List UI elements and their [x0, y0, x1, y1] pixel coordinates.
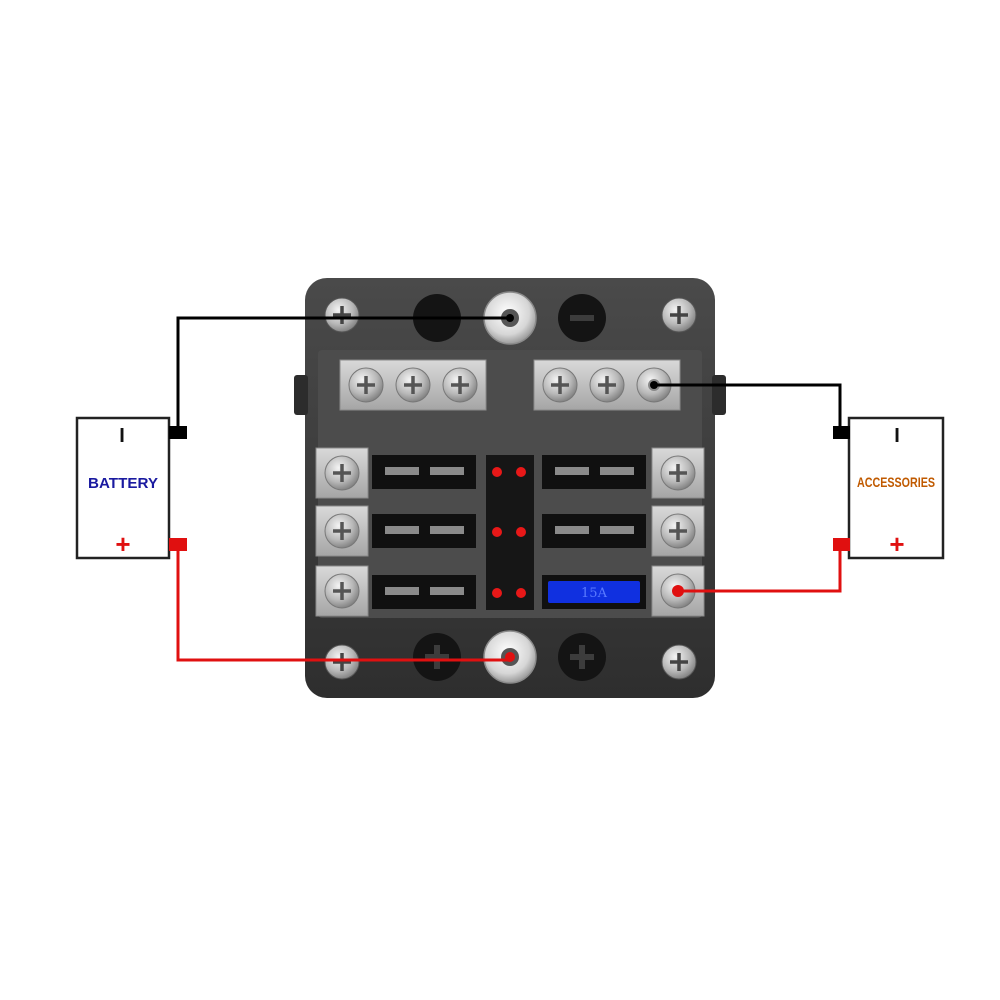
led-indicator [492, 467, 502, 477]
corner-screw-bl [324, 644, 360, 680]
blade-fuse-body [548, 581, 640, 603]
battery-positive-symbol: + [115, 529, 130, 559]
wire-end-positive-stud [505, 652, 515, 662]
bus-screw [442, 367, 478, 403]
led-indicator [516, 527, 526, 537]
accessories: I ACCESSORIES + [833, 416, 945, 560]
accessories-body [847, 416, 945, 560]
battery-positive-terminal [169, 538, 187, 551]
negative-wire-battery [176, 316, 510, 430]
bottom-plus-recess-right [558, 633, 606, 681]
bus-screw [542, 367, 578, 403]
fuse-block: 15A [294, 278, 726, 698]
accessories-label: ACCESSORIES [857, 474, 935, 490]
battery: I BATTERY + [75, 416, 187, 560]
right-terminal-2 [651, 505, 705, 557]
led-indicator [492, 527, 502, 537]
bus-screw [348, 367, 384, 403]
mount-tab-right [712, 375, 726, 415]
positive-wire-accessories [678, 545, 842, 593]
bus-screw [395, 367, 431, 403]
corner-screw-tr [661, 297, 697, 333]
battery-body [75, 416, 171, 560]
accessories-positive-symbol: + [889, 529, 904, 559]
battery-label: BATTERY [88, 475, 158, 492]
fuse-slot-right-1 [542, 455, 646, 489]
right-terminal-1 [651, 447, 705, 499]
negative-bus-bar-left [339, 359, 487, 411]
led-indicator [516, 588, 526, 598]
corner-screw-br [661, 644, 697, 680]
left-terminal-1 [315, 447, 369, 499]
left-terminal-2 [315, 505, 369, 557]
battery-negative-terminal [169, 426, 187, 439]
wires [176, 316, 842, 662]
fuse-rating-label: 15A [581, 586, 608, 601]
wire-end-fuse-terminal [672, 585, 684, 597]
fuse-slot-left-3 [372, 575, 476, 609]
led-indicator [492, 588, 502, 598]
minus-symbol-recess [558, 294, 606, 342]
negative-wire-accessories [654, 383, 842, 430]
wire-end-negative-stud [506, 314, 514, 322]
bus-screw [589, 367, 625, 403]
accessories-negative-symbol: I [894, 425, 900, 447]
corner-screw-tl [324, 297, 360, 333]
battery-negative-symbol: I [119, 425, 125, 447]
left-terminal-3 [315, 565, 369, 617]
accessories-negative-terminal [833, 426, 850, 439]
accessories-positive-terminal [833, 538, 850, 551]
fuse-15a: 15A [542, 575, 646, 609]
positive-wire-battery [176, 545, 510, 662]
fuse-slot-left-1 [372, 455, 476, 489]
blown-fuse-leds [492, 467, 526, 598]
wire-end-bus-bar [650, 381, 658, 389]
led-indicator [516, 467, 526, 477]
bottom-plus-recess-left [413, 633, 461, 681]
mount-tab-left [294, 375, 308, 415]
fuse-slot-left-2 [372, 514, 476, 548]
fuse-slot-right-2 [542, 514, 646, 548]
